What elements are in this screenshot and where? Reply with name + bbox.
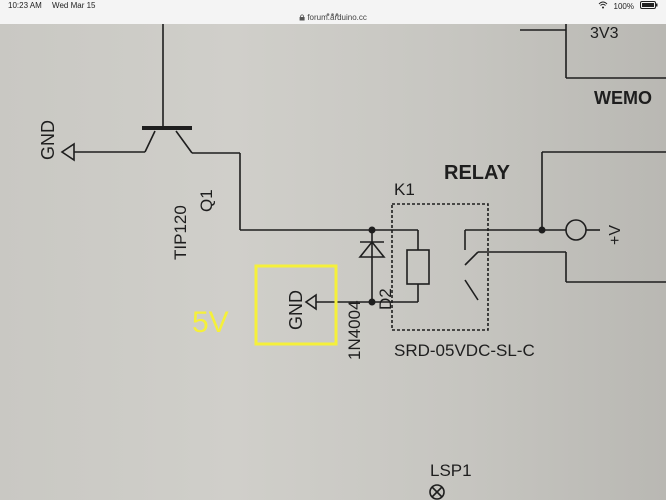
- battery-percent: 100%: [613, 1, 634, 11]
- schematic-photo: GND TIP120 Q1 RELAY K1 SRD-05VDC-SL-C 1N…: [0, 24, 666, 500]
- more-dots-icon[interactable]: •••: [326, 10, 340, 21]
- schematic-drawing: GND TIP120 Q1 RELAY K1 SRD-05VDC-SL-C 1N…: [38, 24, 666, 500]
- wifi-icon: [598, 1, 608, 11]
- relay-title: RELAY: [444, 162, 511, 184]
- gnd-left-label: GND: [38, 120, 58, 160]
- status-time: 10:23 AM: [8, 1, 42, 10]
- annotation-5v: 5V: [192, 306, 229, 339]
- diode-part-label: 1N4004: [345, 300, 364, 360]
- supply-label: +V: [607, 225, 624, 245]
- lock-icon: [299, 13, 307, 22]
- transistor-ref-label: Q1: [197, 189, 216, 212]
- status-left: 10:23 AM Wed Mar 15: [8, 1, 95, 10]
- battery-icon: [640, 1, 658, 11]
- gnd-box-label: GND: [286, 290, 306, 330]
- label-3v3: 3V3: [590, 25, 619, 42]
- url-text[interactable]: forum.arduino.cc: [299, 13, 367, 22]
- label-lsp1: LSP1: [430, 461, 472, 480]
- status-bar: 10:23 AM Wed Mar 15 100%: [0, 0, 666, 12]
- relay-part-label: SRD-05VDC-SL-C: [394, 341, 535, 360]
- url-label: forum.arduino.cc: [307, 13, 367, 22]
- relay-ref-label: K1: [394, 180, 415, 199]
- diode-ref-label: D2: [376, 288, 395, 310]
- label-wemo: WEMO: [594, 88, 652, 108]
- transistor-part-label: TIP120: [171, 205, 190, 260]
- status-date: Wed Mar 15: [52, 1, 96, 10]
- status-right: 100%: [598, 1, 658, 11]
